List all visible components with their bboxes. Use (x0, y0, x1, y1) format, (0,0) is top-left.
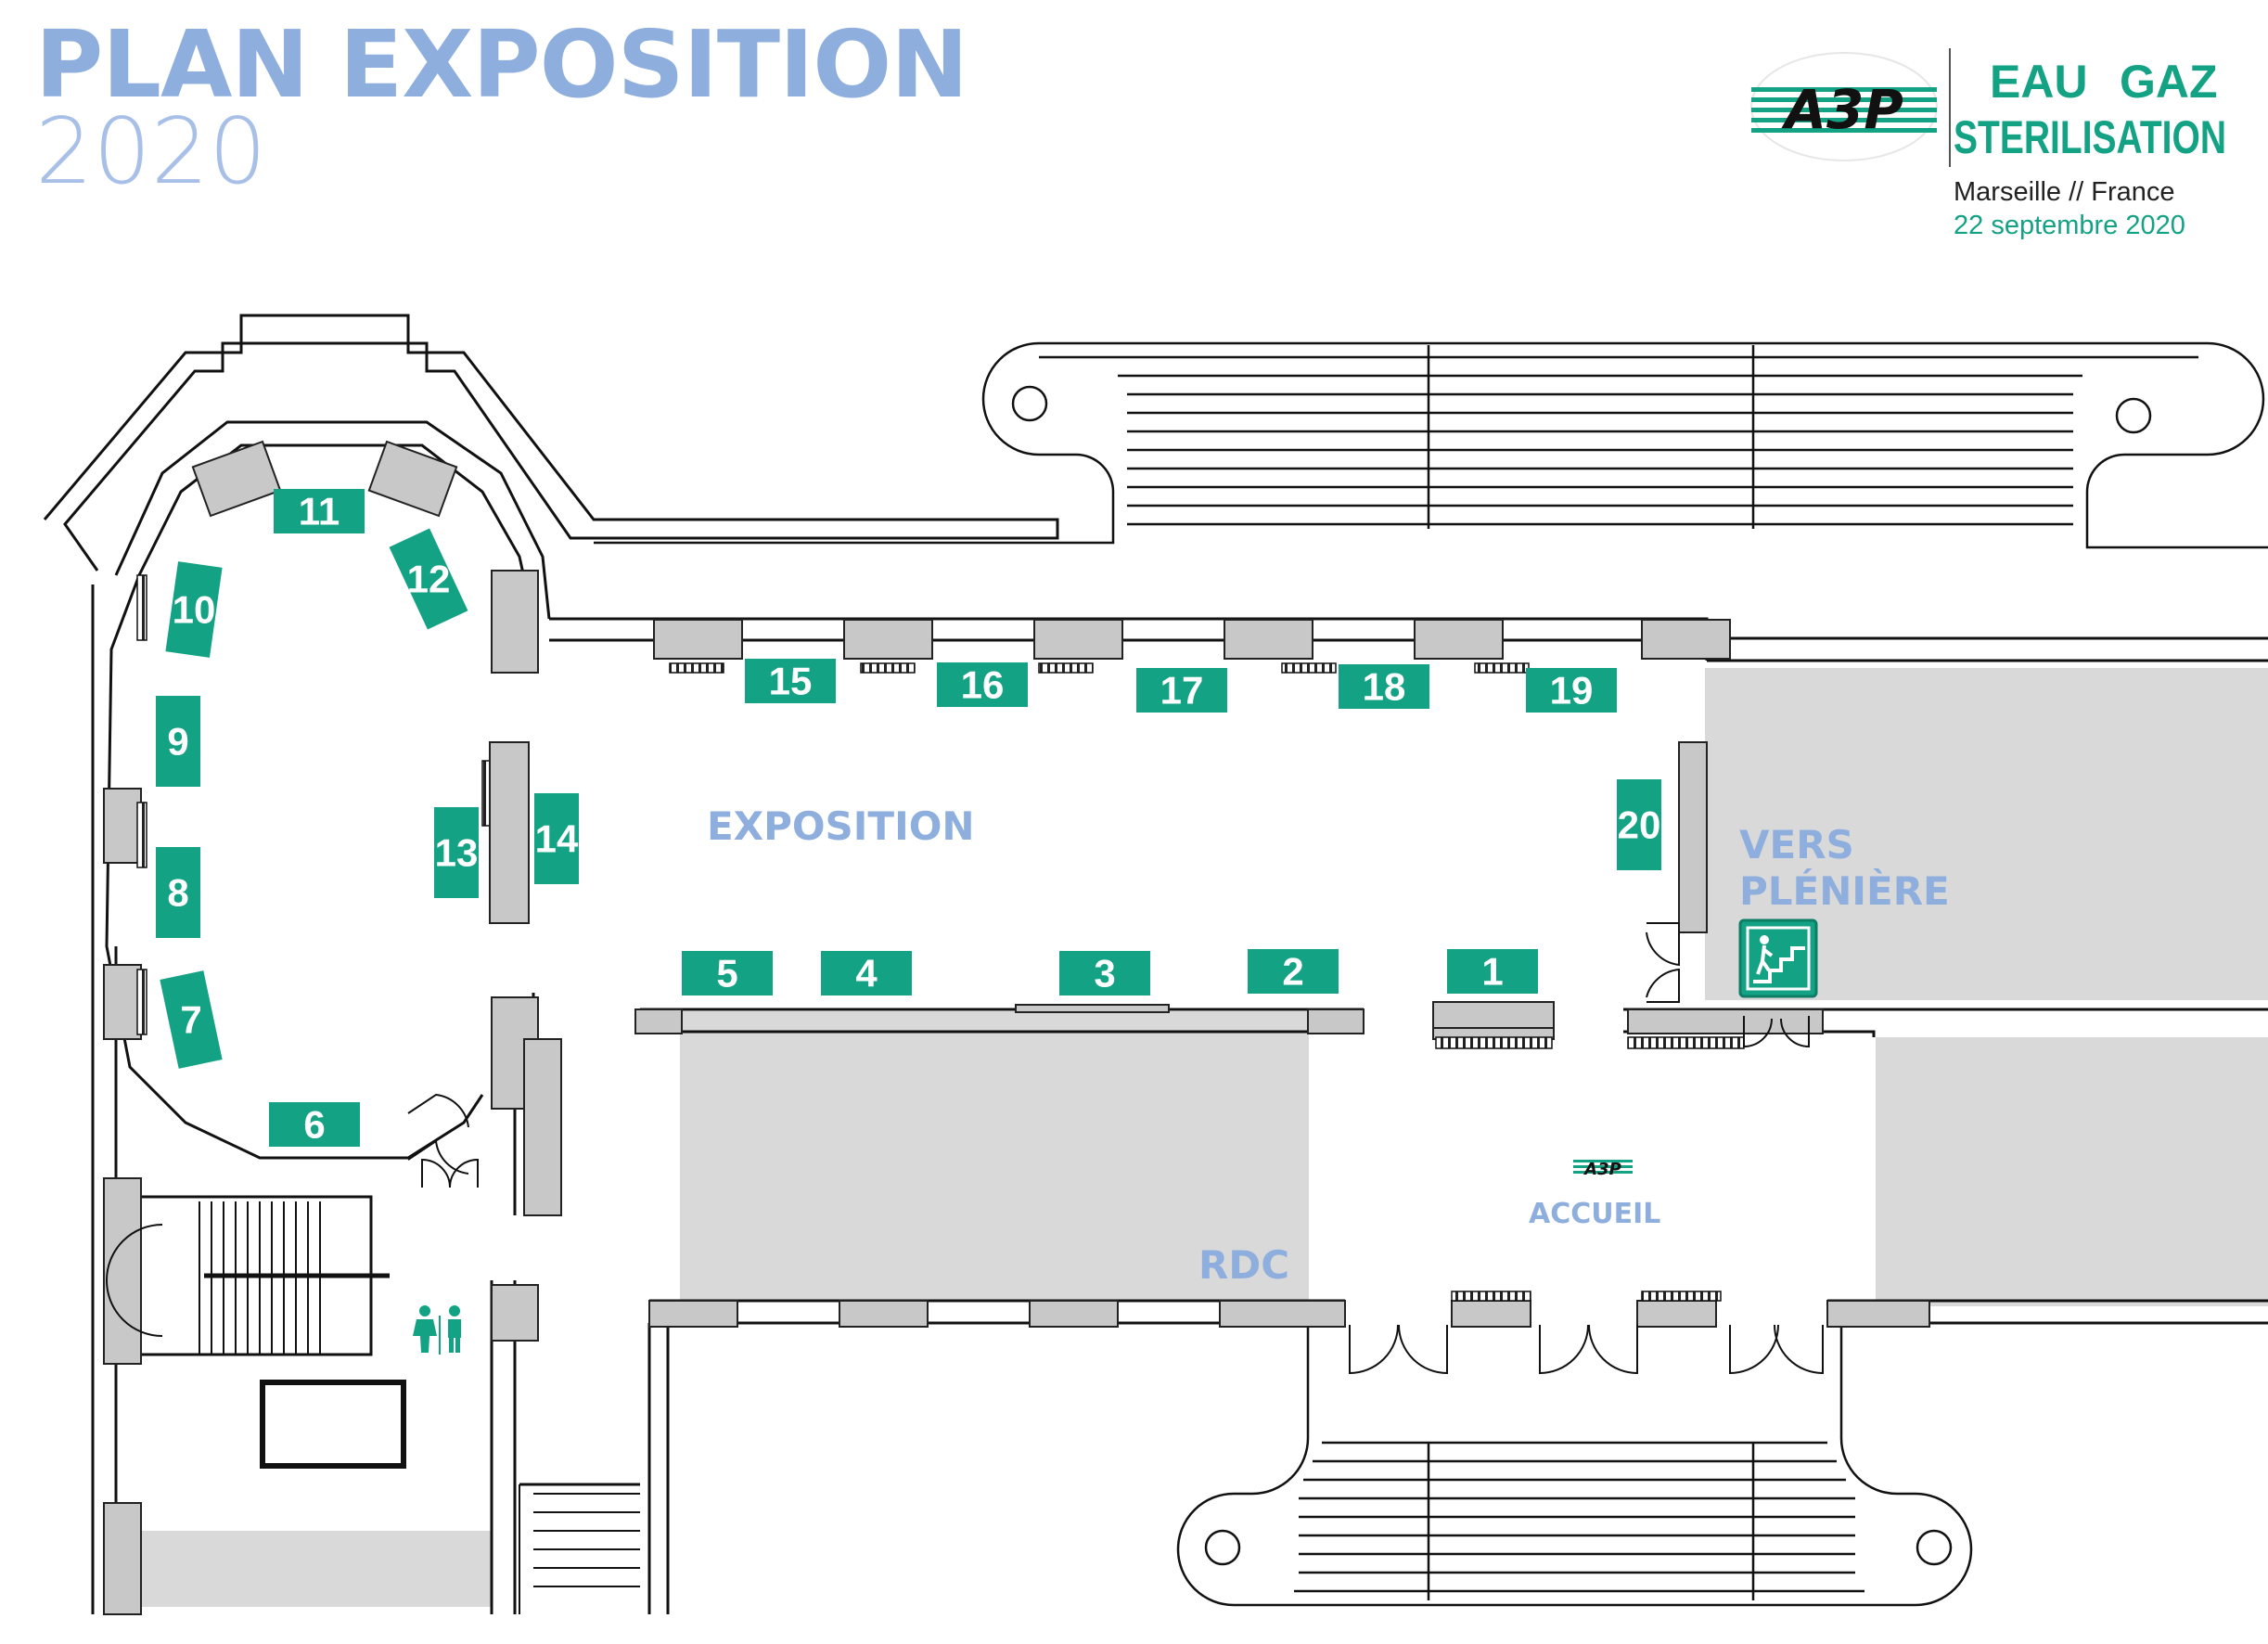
room-rdc: RDC (1198, 1242, 1289, 1288)
booth-20[interactable]: 20 (1617, 779, 1661, 870)
booth-16[interactable]: 16 (937, 662, 1028, 707)
page-title: PLAN EXPOSITION (35, 10, 968, 119)
svg-text:12: 12 (407, 558, 451, 601)
room-exposition: EXPOSITION (707, 803, 975, 849)
booths: 1 2 3 4 5 6 7 8 9 10 11 12 13 14 15 16 1… (156, 489, 1661, 1147)
booth-2[interactable]: 2 (1248, 949, 1339, 994)
svg-text:A3P: A3P (1781, 78, 1903, 141)
svg-text:1: 1 (1481, 950, 1503, 994)
gray-areas (137, 668, 2268, 1607)
booth-18[interactable]: 18 (1339, 664, 1429, 709)
booth-14[interactable]: 14 (534, 793, 579, 884)
stands (489, 741, 1555, 1029)
brand-location: Marseille // France (1954, 177, 2175, 207)
svg-text:17: 17 (1160, 669, 1204, 713)
booth-5[interactable]: 5 (682, 951, 773, 995)
booth-11[interactable]: 11 (274, 489, 365, 533)
svg-text:9: 9 (167, 720, 188, 764)
stairwell (106, 1201, 640, 1614)
restroom-icon (413, 1305, 461, 1355)
wall-piers (103, 440, 1930, 1615)
svg-text:8: 8 (167, 871, 188, 915)
room-vers-line1: VERS (1739, 822, 1854, 867)
booth-6[interactable]: 6 (269, 1102, 360, 1147)
svg-text:5: 5 (716, 952, 737, 995)
radiators (136, 574, 1745, 1302)
svg-text:3: 3 (1094, 952, 1115, 995)
svg-text:11: 11 (299, 490, 340, 533)
brand-date: 22 septembre 2020 (1954, 211, 2185, 240)
svg-text:19: 19 (1550, 669, 1594, 713)
title-block: PLAN EXPOSITION 2020 (35, 10, 968, 205)
booth-13[interactable]: 13 (434, 807, 479, 898)
booth-17[interactable]: 17 (1136, 668, 1227, 713)
brand-block: A3P EAU GAZ STERILISATION Marseille // F… (1750, 48, 2226, 240)
svg-text:14: 14 (535, 817, 579, 861)
grand-staircase-bottom (1176, 1327, 1973, 1607)
svg-text:20: 20 (1618, 803, 1661, 847)
booth-10[interactable]: 10 (165, 561, 223, 658)
stairs-up-icon (1738, 918, 1818, 998)
brand-gaz: GAZ (2120, 56, 2218, 108)
svg-text:A3P: A3P (1582, 1160, 1621, 1179)
booth-15[interactable]: 15 (745, 659, 836, 703)
svg-text:15: 15 (769, 660, 813, 703)
svg-text:10: 10 (173, 588, 216, 632)
booth-19[interactable]: 19 (1526, 668, 1617, 713)
svg-text:7: 7 (180, 998, 201, 1042)
svg-text:16: 16 (961, 663, 1005, 707)
svg-text:13: 13 (435, 831, 479, 875)
svg-text:18: 18 (1363, 665, 1406, 709)
accueil-logo-icon: A3P (1573, 1160, 1633, 1179)
page-year: 2020 (35, 99, 267, 205)
brand-eau: EAU (1990, 56, 2088, 108)
svg-text:2: 2 (1282, 950, 1303, 994)
booth-4[interactable]: 4 (821, 951, 912, 995)
svg-text:4: 4 (855, 952, 878, 995)
doors (407, 922, 1824, 1375)
room-accueil: ACCUEIL (1529, 1198, 1660, 1230)
booth-9[interactable]: 9 (156, 696, 200, 787)
booth-12[interactable]: 12 (389, 528, 468, 630)
booth-1[interactable]: 1 (1447, 949, 1538, 994)
booth-7[interactable]: 7 (160, 970, 223, 1069)
svg-text:6: 6 (303, 1103, 325, 1147)
booth-8[interactable]: 8 (156, 847, 200, 938)
grand-staircase-top (594, 341, 2268, 549)
a3p-logo-icon: A3P (1750, 52, 1938, 161)
booth-3[interactable]: 3 (1059, 951, 1150, 995)
room-vers-line2: PLÉNIÈRE (1739, 867, 1950, 914)
brand-sterilisation: STERILISATION (1954, 111, 2226, 163)
